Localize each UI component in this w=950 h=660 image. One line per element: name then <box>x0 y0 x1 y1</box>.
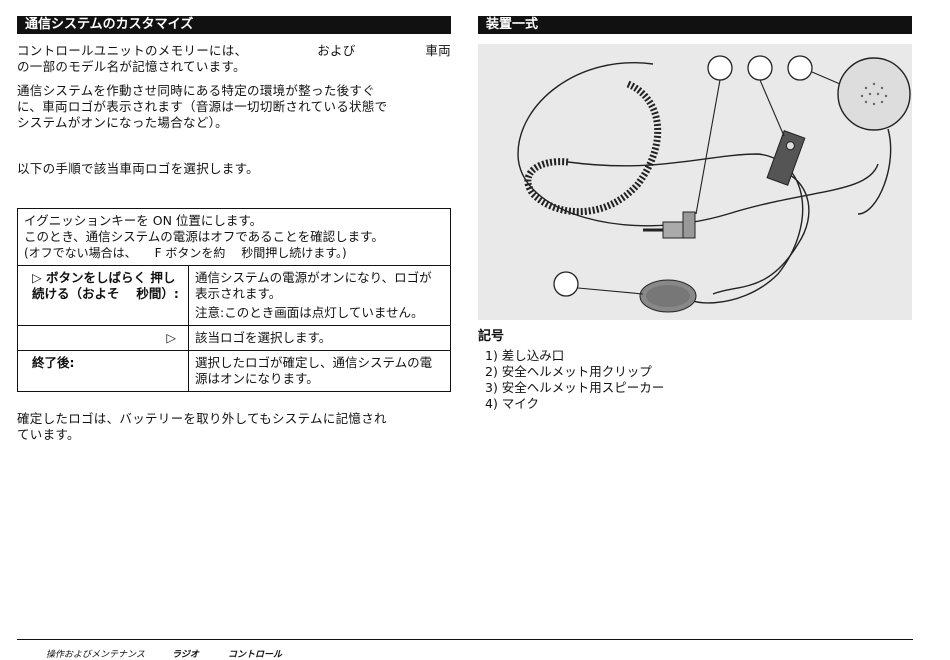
step-finish-label: 終了後: <box>17 350 189 392</box>
step-hold-text: 通信システムの電源がオンになり、ロゴが表示されます。 <box>195 270 432 301</box>
procedure-table: イグニッションキーを ON 位置にします。 このとき、通信システムの電源はオフで… <box>17 208 451 392</box>
speaker-cable <box>517 62 879 227</box>
logo-text-line3: システムがオンになった場合など）。 <box>17 115 228 130</box>
callout-4-icon <box>553 271 579 297</box>
ignition-text-line2: このとき、通信システムの電源はオフであることを確認します。 <box>24 229 384 244</box>
procedure-intro: 以下の手順で該当車両ロゴを選択します。 <box>17 161 259 176</box>
step-select-desc: 該当ロゴを選択します。 <box>188 325 451 351</box>
section-heading-customize: 通信システムのカスタマイズ <box>17 16 451 34</box>
callout-4-leader <box>577 287 644 295</box>
intro-text-a: コントロールユニットのメモリーには、 <box>17 43 248 58</box>
step-finish-desc: 選択したロゴが確定し、通信システムの電源はオンになります。 <box>188 350 451 392</box>
jack-plug-icon <box>643 211 696 239</box>
legend-item: 1) 差し込み口 <box>485 348 565 363</box>
ignition-step: イグニッションキーを ON 位置にします。 このとき、通信システムの電源はオフで… <box>17 208 451 266</box>
mic-cable <box>712 173 810 295</box>
legend-title: 記号 <box>478 329 505 344</box>
footer-text-1: 操作およびメンテナンス <box>46 650 145 660</box>
callout-3-icon <box>787 55 813 81</box>
callout-1-leader <box>695 79 721 215</box>
step-hold-note: 注意:このとき画面は点灯していません。 <box>195 305 444 321</box>
legend-list: 1) 差し込み口 2) 安全ヘルメット用クリップ 3) 安全ヘルメット用スピーカ… <box>485 348 664 412</box>
step-hold-label: ▷ ボタンをしばらく 押し続ける（およそ 秒間）: <box>17 265 189 326</box>
step-hold-desc: 通信システムの電源がオンになり、ロゴが表示されます。 注意:このとき画面は点灯し… <box>188 265 451 326</box>
legend-item: 2) 安全ヘルメット用クリップ <box>485 364 652 379</box>
memory-text-line2: ています。 <box>17 427 80 442</box>
step-select-label: ▷ <box>17 325 189 351</box>
logo-text-line2: に、車両ロゴが表示されます（音源は一切切断されている状態で <box>17 99 388 114</box>
logo-text-line1: 通信システムを作動させ同時にある特定の環境が整った後すぐ <box>17 83 376 98</box>
note-label: 注意: <box>195 305 225 320</box>
section-heading-kit: 装置一式 <box>478 16 912 34</box>
logo-paragraph: 通信システムを作動させ同時にある特定の環境が整った後すぐ に、車両ロゴが表示され… <box>17 83 457 131</box>
clip-cable <box>567 153 804 304</box>
footer-text-3: コントロール <box>228 650 283 660</box>
intro-text-b: および <box>317 43 356 58</box>
microphone-icon <box>639 279 697 313</box>
ignition-text-line1: イグニッションキーを ON 位置にします。 <box>24 213 263 228</box>
legend-item: 4) マイク <box>485 396 540 411</box>
headset-kit-drawing <box>517 55 911 313</box>
memory-paragraph: 確定したロゴは、バッテリーを取り外してもシステムに記憶され ています。 <box>17 411 457 443</box>
callout-3-leader <box>811 71 841 85</box>
helmet-speaker-icon <box>837 57 911 131</box>
ignition-text-line3: (オフでない場合は、 F ボタンを約 秒間押し続けます。) <box>24 246 347 260</box>
helmet-clip-icon <box>766 130 806 186</box>
footer-text-2: ラジオ <box>172 650 199 660</box>
speaker-lead <box>857 128 892 215</box>
legend-item: 3) 安全ヘルメット用スピーカー <box>485 380 665 395</box>
callout-1-icon <box>707 55 733 81</box>
intro-text-c: 車両 <box>425 43 451 58</box>
callout-2-icon <box>747 55 773 81</box>
intro-text-line2: の一部のモデル名が記憶されています。 <box>17 59 246 74</box>
note-text: このとき画面は点灯していません。 <box>224 305 424 320</box>
coiled-cable <box>524 80 662 216</box>
equipment-illustration <box>478 44 912 320</box>
intro-paragraph: コントロールユニットのメモリーには、 および 車両 の一部のモデル名が記憶されて… <box>17 43 451 75</box>
callout-2-leader <box>759 79 785 137</box>
memory-text-line1: 確定したロゴは、バッテリーを取り外してもシステムに記憶され <box>17 411 387 426</box>
footer-divider <box>17 639 913 640</box>
